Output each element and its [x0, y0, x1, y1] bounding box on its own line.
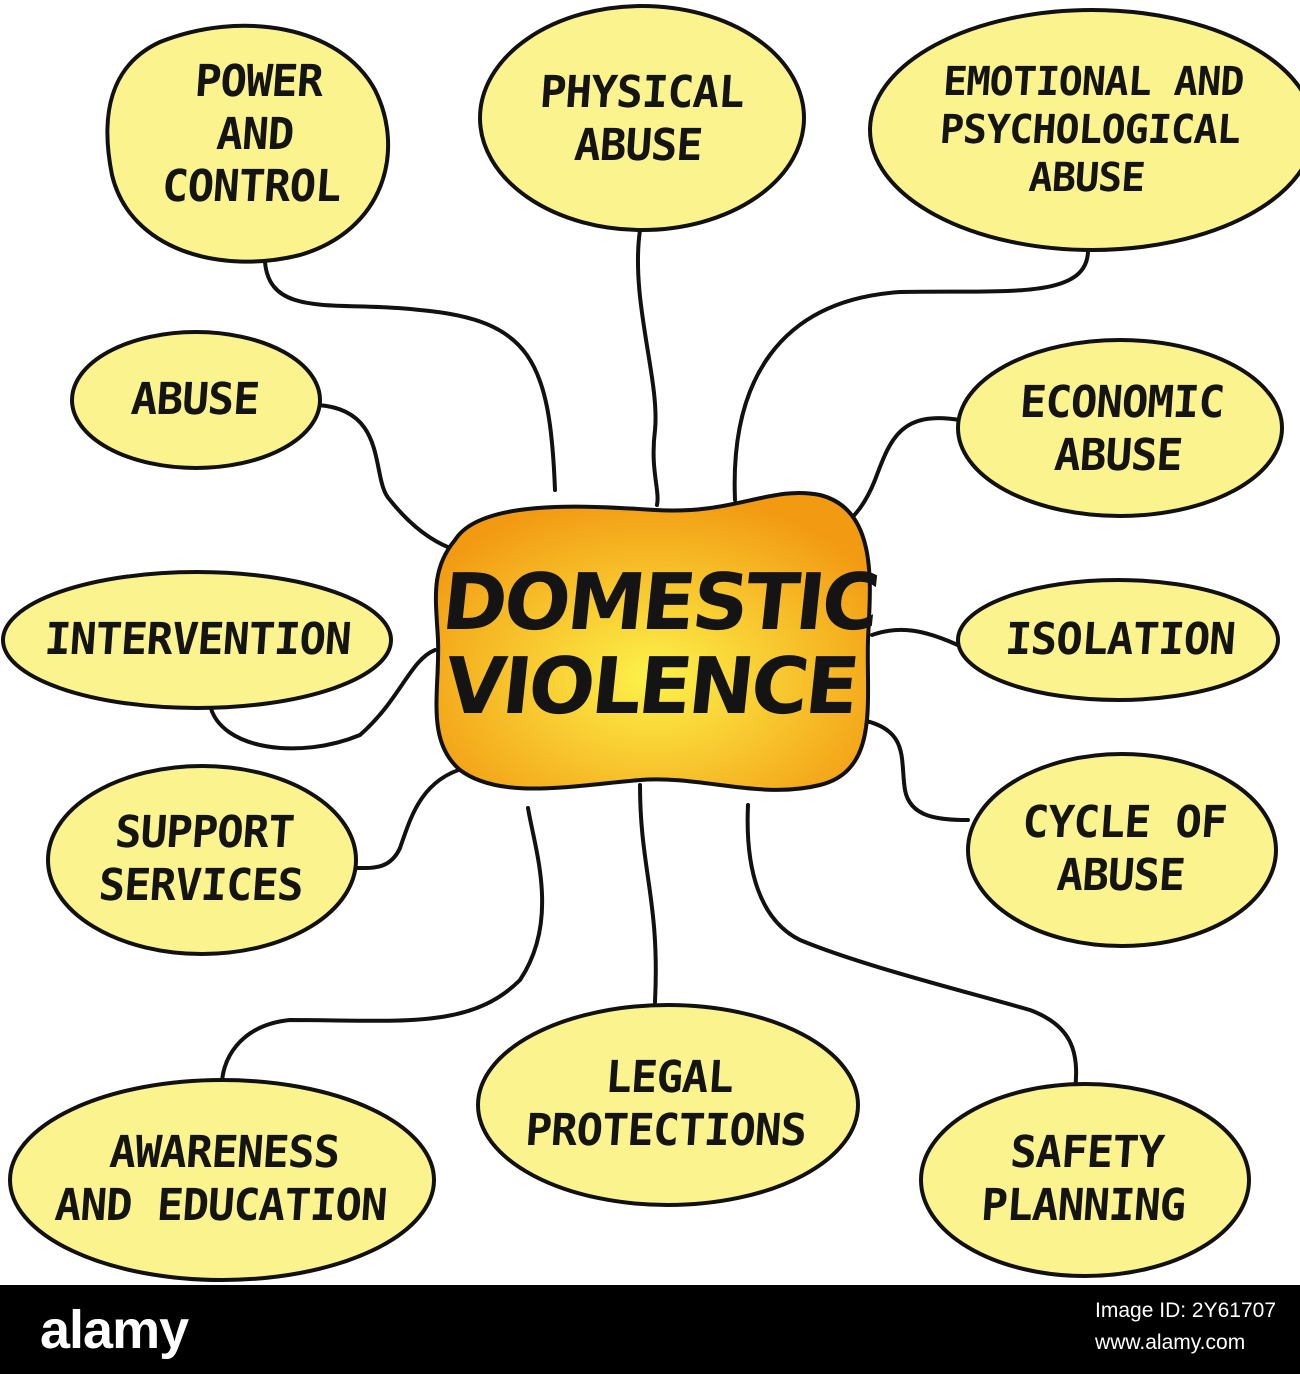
- node-shape-cycle-of-abuse: [966, 752, 1278, 948]
- node-shape-support-services: [46, 764, 358, 956]
- node-shape-physical-abuse: [478, 4, 806, 232]
- stock-footer-bar: alamy Image ID: 2Y61707 www.alamy.com: [0, 1285, 1300, 1374]
- central-node-label: DOMESTIC VIOLENCE: [437, 557, 881, 732]
- connector-power-and-control: [263, 260, 557, 492]
- node-shape-legal-protections: [476, 1003, 860, 1207]
- image-id: Image ID: 2Y61707: [1095, 1299, 1276, 1322]
- node-shape-emotional-abuse: [868, 8, 1300, 252]
- node-physical-abuse: PHYSICAL ABUSE: [538, 67, 746, 171]
- node-economic-abuse: ECONOMIC ABUSE: [1018, 377, 1226, 481]
- node-emotional-and-psychological-abuse: EMOTIONAL AND PSYCHOLOGICAL ABUSE: [938, 59, 1245, 201]
- connector-emotional-abuse: [732, 246, 1091, 502]
- node-shape-isolation: [956, 578, 1280, 702]
- node-shape-economic-abuse: [956, 338, 1284, 518]
- brand-logo: alamy: [40, 1300, 189, 1360]
- mind-map-graphic: [1, 4, 1300, 1282]
- node-power-and-control: POWER AND CONTROL: [160, 55, 343, 213]
- connector-cycle-of-abuse: [860, 718, 970, 822]
- node-shape-abuse: [70, 330, 322, 470]
- node-abuse: ABUSE: [129, 373, 261, 425]
- connector-safety-planning: [745, 803, 1079, 1092]
- connector-intervention: [208, 648, 437, 751]
- connector-awareness: [219, 806, 545, 1092]
- node-safety-planning: SAFETY PLANNING: [979, 1127, 1187, 1231]
- node-shape-intervention: [1, 570, 393, 710]
- connector-support-services: [353, 766, 467, 871]
- node-shape-power-and-control: [105, 23, 391, 264]
- site-url: www.alamy.com: [1095, 1330, 1246, 1354]
- connector-abuse: [316, 403, 452, 550]
- node-cycle-of-abuse: CYCLE OF ABUSE: [1020, 797, 1229, 901]
- node-shape-awareness: [8, 1078, 436, 1282]
- mind-map: DOMESTIC VIOLENCE POWER AND CONTROL PHYS…: [1, 4, 1300, 1282]
- node-support-services: SUPPORT SERVICES: [96, 807, 305, 911]
- connector-economic-abuse: [843, 416, 962, 527]
- node-awareness-and-education: AWARENESS AND EDUCATION: [53, 1127, 389, 1231]
- image-reference: Image ID: 2Y61707 www.alamy.com: [1095, 1295, 1276, 1358]
- node-shape-domestic-violence: [433, 490, 872, 792]
- node-isolation: ISOLATION: [1003, 613, 1237, 665]
- node-legal-protections: LEGAL PROTECTIONS: [523, 1052, 808, 1156]
- connector-isolation: [870, 627, 962, 648]
- node-shape-safety-planning: [919, 1082, 1251, 1278]
- node-intervention: INTERVENTION: [42, 613, 353, 665]
- connector-legal-protections: [638, 783, 658, 1004]
- connector-physical-abuse: [635, 228, 660, 507]
